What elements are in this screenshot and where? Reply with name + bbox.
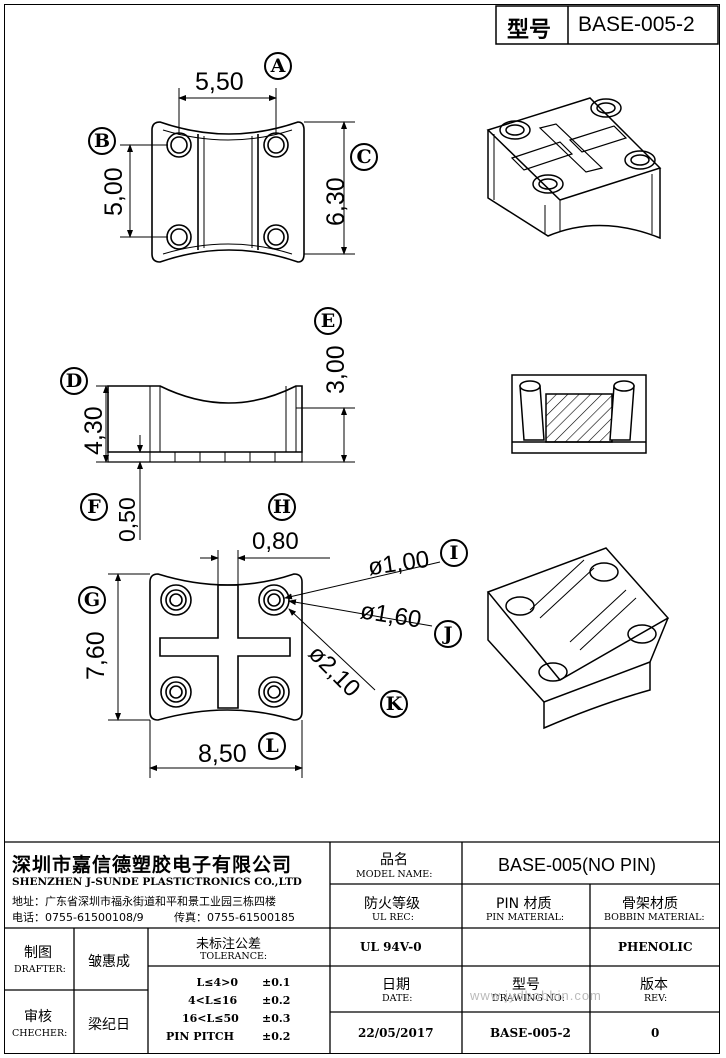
rev-cn: 版本 xyxy=(640,977,668,993)
section-view xyxy=(511,374,647,454)
checker-en: CHECHER: xyxy=(12,1028,68,1039)
top-view xyxy=(151,121,305,263)
tolerance-title-en: TOLERANCE: xyxy=(200,951,268,962)
title-block-grid xyxy=(4,841,720,1054)
callout-a: A xyxy=(264,52,292,80)
callout-d: D xyxy=(60,367,88,395)
bobbin-material-value: PHENOLIC xyxy=(618,940,693,954)
company-fax: 传真：0755-61500185 xyxy=(174,911,295,924)
date-en: DATE: xyxy=(382,993,413,1004)
ul-rec-cn: 防火等级 xyxy=(364,896,420,912)
dim-value-e: 3,00 xyxy=(322,345,350,394)
company-address: 地址：广东省深圳市福永街道和平和景工业园三栋四楼 xyxy=(12,895,276,908)
ul-rec-en: UL REC: xyxy=(372,912,414,923)
callout-j: J xyxy=(434,620,462,648)
side-view xyxy=(107,385,303,463)
callout-k: K xyxy=(380,690,408,718)
drafter-en: DRAFTER: xyxy=(14,964,66,975)
tolerance-value: ±0.2 xyxy=(262,1030,291,1043)
bobbin-material-cn: 骨架材质 xyxy=(622,896,678,912)
dim-value-h: 0,80 xyxy=(252,528,299,555)
company-name-en: SHENZHEN J-SUNDE PLASTICTRONICS CO.,LTD xyxy=(12,876,302,888)
tolerance-value: ±0.2 xyxy=(262,994,291,1007)
model-name-cn: 品名 xyxy=(380,852,408,868)
drawing-no-en: DRAWING NO: xyxy=(492,993,565,1004)
title-box xyxy=(495,5,719,45)
dim-value-l: 8,50 xyxy=(198,740,247,768)
pin-material-en: PIN MATERIAL: xyxy=(486,912,565,923)
company-name-cn: 深圳市嘉信德塑胶电子有限公司 xyxy=(12,854,293,876)
tolerance-range: 4<L≤16 xyxy=(188,994,238,1007)
iso-view-bottom xyxy=(486,547,670,730)
dim-value-g: 7,60 xyxy=(82,631,110,680)
pin-material-cn: PIN 材质 xyxy=(496,896,552,912)
dim-value-f: 0,50 xyxy=(114,497,140,542)
tolerance-range: 16<L≤50 xyxy=(182,1012,239,1025)
tolerance-title-cn: 未标注公差 xyxy=(196,937,262,952)
model-value: BASE-005(NO PIN) xyxy=(498,855,657,875)
drawing-frame xyxy=(4,4,720,1054)
dim-value-c: 6,30 xyxy=(322,177,350,226)
dim-value-b: 5,00 xyxy=(100,167,128,216)
callout-e: E xyxy=(314,307,342,335)
callout-f: F xyxy=(80,493,108,521)
company-phone: 电话：0755-61500108/9 xyxy=(12,911,144,924)
drafter-cn: 制图 xyxy=(24,945,52,961)
watermark: www.jydbobbin.com xyxy=(470,988,602,1003)
callout-b: B xyxy=(88,127,116,155)
checker-cn: 审核 xyxy=(24,1009,52,1025)
bobbin-material-en: BOBBIN MATERIAL: xyxy=(604,912,705,923)
type-value: BASE-005-2 xyxy=(578,13,695,36)
callout-c: C xyxy=(350,143,378,171)
date-cn: 日期 xyxy=(382,977,410,993)
bottom-view xyxy=(149,573,303,721)
drafter-name: 皱惠成 xyxy=(88,954,130,970)
callout-h: H xyxy=(268,493,296,521)
dim-value-a: 5,50 xyxy=(195,68,244,96)
callout-g: G xyxy=(78,586,106,614)
bottom-view-dims xyxy=(108,550,441,778)
side-view-dims xyxy=(96,385,355,540)
dim-value-d: 4,30 xyxy=(80,406,108,455)
rev-en: REV: xyxy=(644,993,668,1004)
type-label: 型号 xyxy=(507,18,552,43)
checker-name: 梁纪日 xyxy=(88,1017,130,1033)
iso-view-top xyxy=(486,97,662,240)
drawing-no-cn: 型号 xyxy=(512,977,540,993)
rev-value: 0 xyxy=(651,1026,660,1040)
callout-l: L xyxy=(258,732,286,760)
tolerance-range: PIN PITCH xyxy=(166,1030,235,1043)
date-value: 22/05/2017 xyxy=(358,1026,434,1040)
tolerance-range: 0<L≤4 xyxy=(196,976,238,989)
model-name-en: MODEL NAME: xyxy=(356,869,433,880)
top-view-dims xyxy=(120,88,355,255)
tolerance-value: ±0.3 xyxy=(262,1012,291,1025)
drawing-no-value: BASE-005-2 xyxy=(490,1026,571,1040)
ul-rec-value: UL 94V-0 xyxy=(360,940,422,954)
callout-i: I xyxy=(440,539,468,567)
tolerance-value: ±0.1 xyxy=(262,976,291,989)
